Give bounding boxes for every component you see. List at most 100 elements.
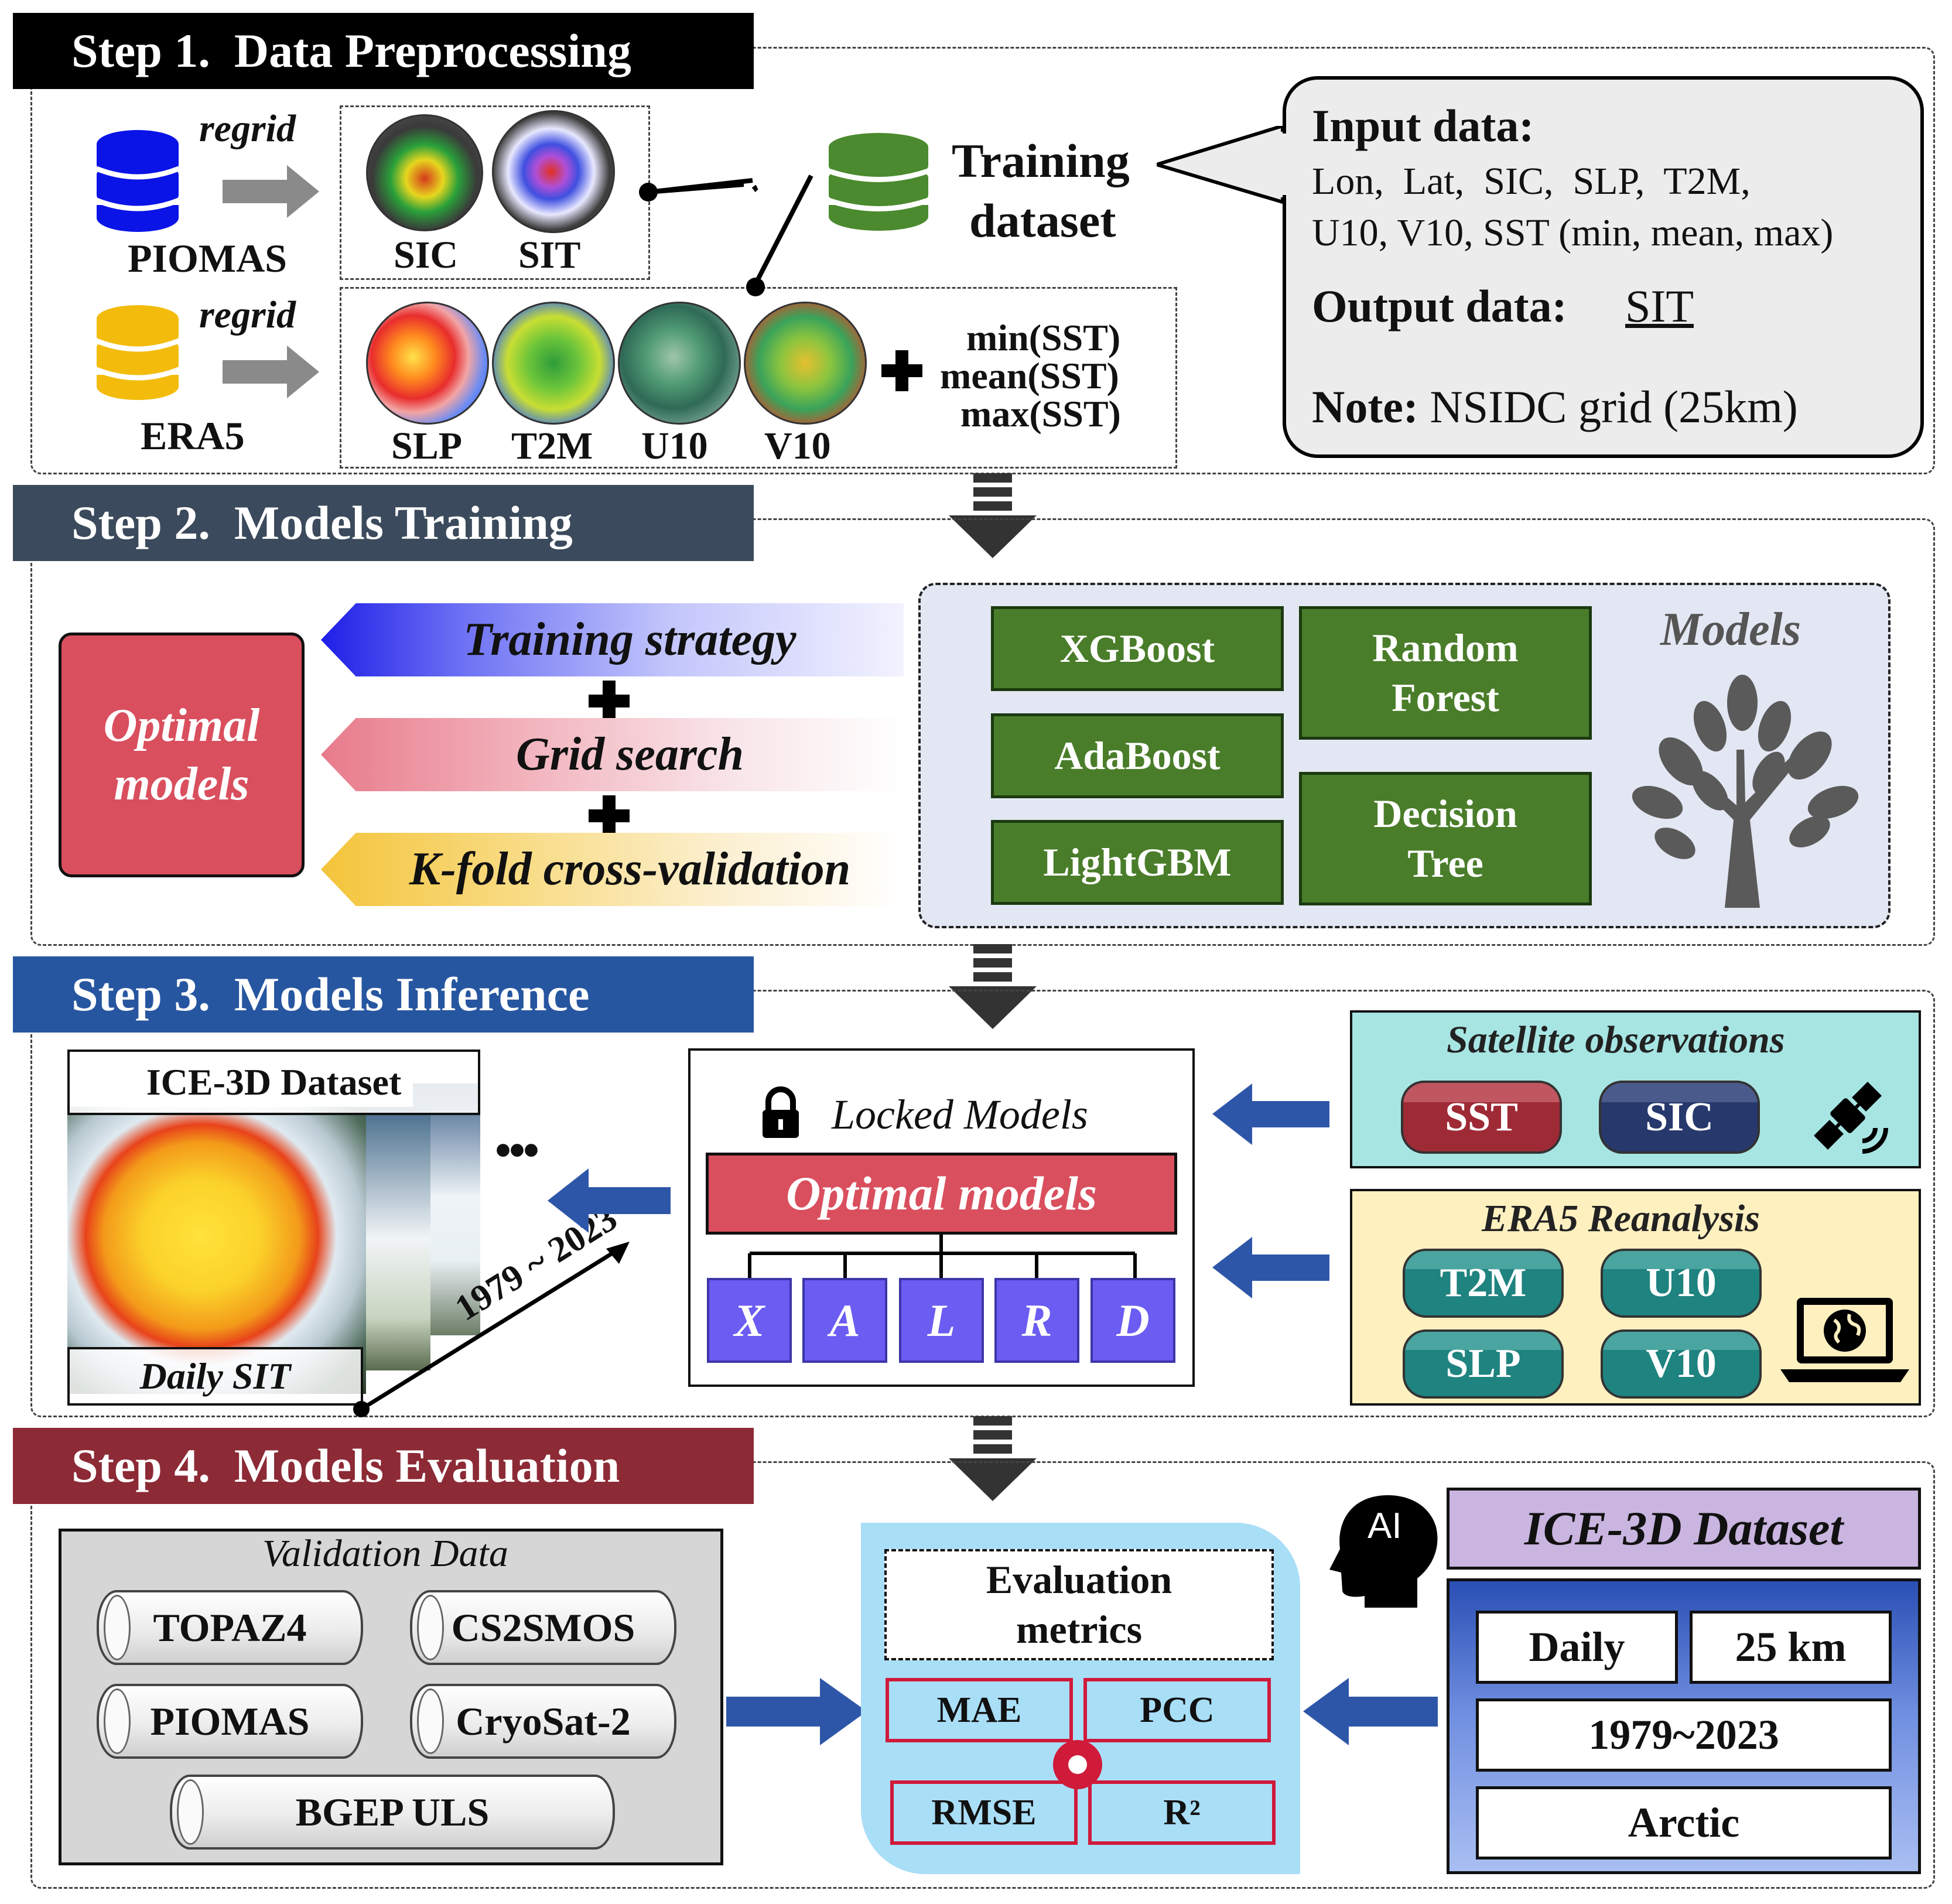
sic-map-label: SIC <box>394 234 459 276</box>
daily-sit-tag: Daily SIT <box>67 1347 363 1406</box>
step3-title: Step 3. Models Inference <box>71 968 590 1021</box>
model-random-forest: Random Forest <box>1299 606 1592 740</box>
era5-panel-title: ERA5 Reanalysis <box>1482 1197 1760 1240</box>
sit-map-front <box>67 1107 366 1394</box>
era5-label: ERA5 <box>141 413 245 458</box>
spec-resolution: 25 km <box>1690 1611 1892 1684</box>
regrid-label-bottom: regrid <box>199 293 296 336</box>
step1-header: Step 1. Data Preprocessing <box>13 13 754 89</box>
locked-models-label: Locked Models <box>832 1091 1088 1138</box>
data-callout <box>1283 76 1924 458</box>
metric-r2: R² <box>1088 1780 1276 1845</box>
daily-sit-map-stack <box>67 1083 480 1400</box>
era5-u10-cylinder: U10 <box>1601 1249 1762 1318</box>
arrow-left-icon <box>1212 1083 1329 1145</box>
u10-map <box>618 302 741 425</box>
training-strategy-banner: Training strategy <box>321 603 904 676</box>
ice3d-dataset-title: ICE-3D Dataset <box>1447 1488 1921 1570</box>
plus-icon <box>589 681 630 722</box>
v10-map-label: V10 <box>764 425 831 467</box>
satellite-sst-cylinder: SST <box>1401 1081 1562 1154</box>
time-axis-arrow <box>348 1236 641 1423</box>
optimal-models-line2: models <box>114 758 249 810</box>
training-dataset-icon <box>826 132 931 231</box>
optimal-models-box: Optimal models <box>59 633 305 877</box>
model-letter-x: X <box>707 1278 792 1363</box>
model-letter-a: A <box>802 1278 887 1363</box>
optimal-models-bar-label: Optimal models <box>786 1167 1097 1220</box>
spec-period: 1979~2023 <box>1476 1698 1892 1772</box>
arrow-right-icon <box>223 165 322 218</box>
evaluation-metrics-box: Evaluation metrics <box>884 1549 1274 1660</box>
sst-min-label: min(SST) <box>966 317 1121 358</box>
training-dataset-line2: dataset <box>969 194 1116 247</box>
model-lightgbm: LightGBM <box>991 820 1284 905</box>
plus-icon <box>589 795 630 836</box>
sic-map <box>366 114 483 231</box>
era5-t2m-cylinder: T2M <box>1403 1249 1564 1318</box>
note-label-bold: Note: <box>1312 381 1418 432</box>
metric-pcc: PCC <box>1083 1678 1271 1742</box>
step2-header: Step 2. Models Training <box>13 485 754 561</box>
sst-mean-label: mean(SST) <box>940 355 1119 396</box>
sit-map-mid <box>363 1107 430 1370</box>
input-data-line2: U10, V10, SST (min, mean, max) <box>1312 211 1834 254</box>
ice3d-dataset-title-label: ICE-3D Dataset <box>1524 1502 1844 1555</box>
optimal-models-bar: Optimal models <box>706 1153 1177 1235</box>
model-tree-lines <box>744 1235 1142 1281</box>
piomas-database-icon <box>94 128 182 233</box>
step1-title: Step 1. Data Preprocessing <box>71 24 631 77</box>
model-letter-r: R <box>994 1278 1079 1363</box>
step4-section <box>30 1461 1935 1889</box>
models-panel-title: Models <box>1660 604 1801 655</box>
model-xgboost: XGBoost <box>991 606 1284 691</box>
ice3d-dataset-tag: ICE-3D Dataset <box>67 1050 480 1115</box>
model-decision-tree: Decision Tree <box>1299 772 1592 905</box>
spec-daily: Daily <box>1476 1611 1678 1684</box>
training-strategy-label: Training strategy <box>463 614 796 665</box>
satellite-icon <box>1804 1072 1892 1160</box>
v10-map <box>744 302 867 425</box>
model-letter-l: L <box>899 1278 984 1363</box>
validation-topaz4: TOPAZ4 <box>97 1590 363 1665</box>
input-data-label: Input data: <box>1312 100 1534 151</box>
evaluation-metrics-line1: Evaluation <box>986 1557 1172 1602</box>
down-arrow-icon <box>949 1416 1037 1504</box>
down-arrow-icon <box>949 944 1037 1032</box>
callout-cover <box>1280 134 1288 195</box>
note-label: Note: NSIDC grid (25km) <box>1312 381 1798 433</box>
plus-icon <box>881 350 922 391</box>
validation-panel-title: Validation Data <box>262 1532 508 1575</box>
arrow-right-icon <box>726 1678 867 1745</box>
output-data-value: SIT <box>1625 281 1694 331</box>
sit-map <box>492 110 615 233</box>
arrow-left-icon <box>1212 1237 1329 1298</box>
arrow-left-icon <box>548 1168 671 1233</box>
metric-junction-icon <box>1045 1732 1110 1797</box>
u10-map-label: U10 <box>641 425 708 467</box>
t2m-map <box>492 302 615 425</box>
step4-title: Step 4. Models Evaluation <box>71 1439 620 1492</box>
ai-label: AI <box>1368 1506 1402 1546</box>
validation-piomas: PIOMAS <box>97 1684 363 1759</box>
satellite-panel-title: Satellite observations <box>1447 1018 1785 1061</box>
step4-header: Step 4. Models Evaluation <box>13 1428 754 1504</box>
t2m-map-label: T2M <box>511 425 593 467</box>
arrow-right-icon <box>223 346 322 398</box>
ellipsis-label: ••• <box>495 1125 539 1177</box>
slp-map <box>366 302 489 425</box>
era5-slp-cylinder: SLP <box>1403 1329 1564 1399</box>
ice3d-dataset-tag-label: ICE-3D Dataset <box>146 1061 402 1103</box>
tree-icon <box>1616 656 1868 908</box>
daily-sit-label: Daily SIT <box>139 1355 291 1397</box>
kfold-label: K-fold cross-validation <box>409 843 851 895</box>
arrow-left-icon <box>1303 1678 1438 1745</box>
sst-max-label: max(SST) <box>960 393 1121 435</box>
era5-database-icon <box>94 303 182 403</box>
input-data-line1: Lon, Lat, SIC, SLP, T2M, <box>1312 160 1751 203</box>
sit-map-label: SIT <box>518 234 581 276</box>
metric-mae: MAE <box>886 1678 1073 1742</box>
step3-header: Step 3. Models Inference <box>13 956 754 1033</box>
data-callout-pointer <box>1155 124 1291 208</box>
grid-search-label: Grid search <box>516 729 744 780</box>
